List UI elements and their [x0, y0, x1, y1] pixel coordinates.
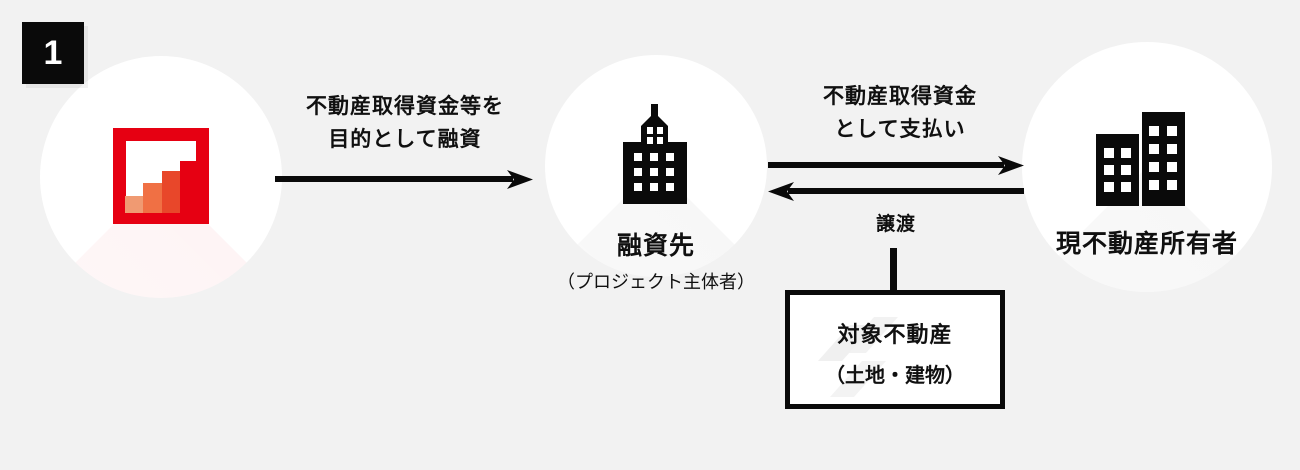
flow-label-loan-line2: 目的として融資	[328, 128, 482, 151]
node-borrower-title: 融資先	[616, 232, 695, 260]
twin-buildings-icon	[1096, 112, 1185, 206]
flow-label-loan-line1: 不動産取得資金等を	[306, 95, 504, 118]
flow-label-payment-line2: として支払い	[834, 118, 966, 141]
flow-label-transfer: 譲渡	[875, 214, 916, 235]
property-box-subtitle: （土地・建物）	[825, 365, 965, 387]
node-current-owner-caption: 現不動産所有者	[1007, 224, 1287, 260]
property-box-title: 対象不動産	[837, 322, 953, 347]
arrow-transfer-left	[768, 182, 1024, 201]
property-box: 対象不動産 （土地・建物）	[785, 290, 1005, 409]
flow-label-loan: 不動産取得資金等を 目的として融資	[270, 90, 540, 156]
office-tower-icon	[623, 104, 687, 204]
node-current-owner-title: 現不動産所有者	[1055, 230, 1238, 258]
bar-chart-bar-3	[161, 171, 180, 213]
connector-transfer-line	[890, 248, 897, 292]
bar-chart-bar-2	[143, 182, 162, 213]
arrow-payment-right	[768, 156, 1024, 175]
flow-label-payment: 不動産取得資金 として支払い	[765, 80, 1035, 146]
bar-chart-bar-4	[179, 161, 198, 213]
node-borrower-caption: 融資先 （プロジェクト主体者）	[506, 226, 806, 294]
step-number-badge: 1	[22, 22, 84, 84]
flow-label-payment-line1: 不動産取得資金	[823, 85, 977, 108]
arrow-loan-right	[275, 170, 533, 189]
node-borrower-subtitle: （プロジェクト主体者）	[557, 272, 755, 292]
bar-chart-bar-1	[125, 195, 144, 213]
property-box-text: 対象不動産 （土地・建物）	[790, 317, 1000, 388]
bar-chart-bars	[125, 161, 198, 213]
bar-chart-icon	[113, 128, 209, 224]
